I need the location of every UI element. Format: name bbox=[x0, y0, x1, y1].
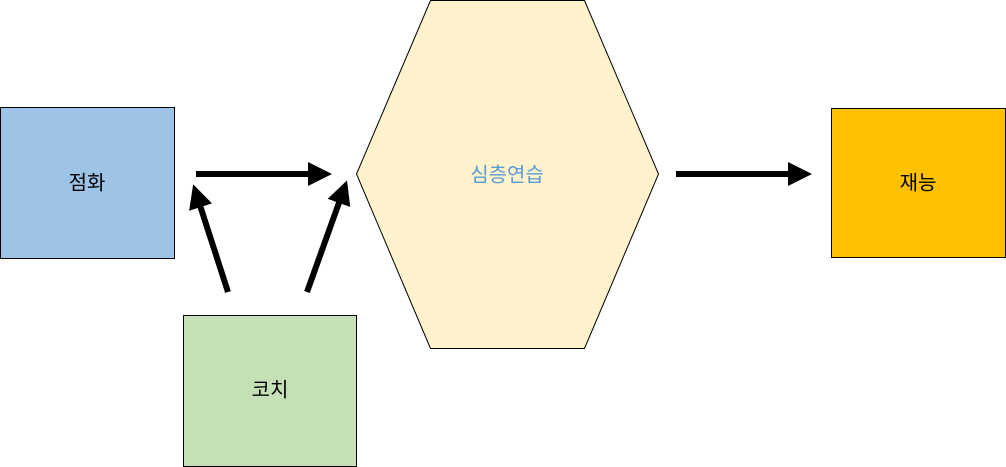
deep-practice-hexagon bbox=[355, 0, 660, 349]
arrow-coach-to-deep-practice bbox=[304, 180, 351, 294]
ignition-box bbox=[0, 107, 175, 259]
deep-practice-node[interactable]: 심층연습 bbox=[355, 0, 660, 349]
deep-practice-label: 심층연습 bbox=[470, 163, 544, 187]
talent-box bbox=[831, 108, 1006, 258]
coach-label: 코치 bbox=[252, 378, 289, 402]
coach-box bbox=[183, 315, 357, 467]
coach-node[interactable]: 코치 bbox=[183, 315, 357, 467]
arrow-coach-to-ignition bbox=[189, 184, 231, 293]
ignition-node[interactable]: 점화 bbox=[0, 107, 175, 259]
talent-node[interactable]: 재능 bbox=[831, 108, 1006, 258]
talent-label: 재능 bbox=[900, 171, 937, 195]
ignition-label: 점화 bbox=[69, 171, 106, 195]
